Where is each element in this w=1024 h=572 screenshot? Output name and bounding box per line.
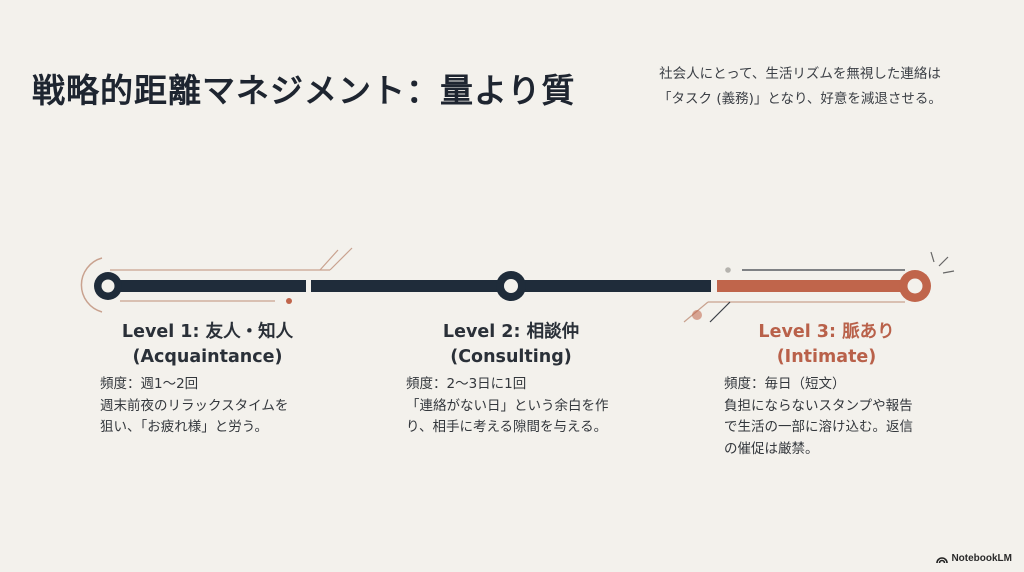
level2-node-icon xyxy=(496,271,526,301)
level-description-line: 狙い、「お疲れ様」と労う。 xyxy=(100,419,268,435)
notebooklm-badge: NotebookLM xyxy=(936,553,1012,564)
level-title: Level 2: 相談仲 xyxy=(442,322,580,342)
level-subtitle: (Intimate) xyxy=(776,347,877,367)
subtitle-line: 社会人にとって、生活リズムを無視した連絡は xyxy=(659,66,941,82)
level-title: Level 3: 脈あり xyxy=(758,322,895,342)
track-segment-1 xyxy=(108,280,306,292)
page-title: 戦略的距離マネジメント：量より質 xyxy=(32,71,576,110)
track-segment-3 xyxy=(717,280,912,292)
subtitle: 社会人にとって、生活リズムを無視した連絡は 「タスク (義務)」となり、好意を減… xyxy=(620,62,980,112)
level-description-line: で生活の一部に溶け込む。返信 xyxy=(724,419,913,435)
level-title: Level 1: 友人・知人 xyxy=(121,322,294,342)
level-description-line: 週末前夜のリラックスタイムを xyxy=(100,397,289,414)
level1-decoration xyxy=(80,247,353,313)
level-frequency: 頻度：毎日（短文） xyxy=(724,376,846,392)
level-3-card: Level 3: 脈あり (Intimate) 頻度：毎日（短文） 負担にならな… xyxy=(724,320,929,460)
notebooklm-logo-icon xyxy=(936,557,949,563)
level1-node-icon xyxy=(94,272,122,300)
level-1-card: Level 1: 友人・知人 (Acquaintance) 頻度：週1〜2回 週… xyxy=(100,320,315,439)
level-frequency: 頻度：2〜3日に1回 xyxy=(406,376,527,392)
level3-decoration xyxy=(683,251,955,323)
branding-label: NotebookLM xyxy=(951,553,1012,564)
level-description-line: 負担にならないスタンプや報告 xyxy=(724,397,913,414)
level-description-line: り、相手に考える隙間を与える。 xyxy=(406,419,608,435)
level-description-line: の催促は厳禁。 xyxy=(724,440,819,457)
level-frequency: 頻度：週1〜2回 xyxy=(100,376,199,392)
level-subtitle: (Acquaintance) xyxy=(132,347,283,367)
level-description-line: 「連絡がない日」という余白を作 xyxy=(406,397,609,414)
level-2-card: Level 2: 相談仲 (Consulting) 頻度：2〜3日に1回 「連絡… xyxy=(406,320,616,439)
level3-node-icon xyxy=(899,270,931,302)
level-subtitle: (Consulting) xyxy=(450,347,572,367)
subtitle-line: 「タスク (義務)」となり、好意を減退させる。 xyxy=(658,91,942,107)
